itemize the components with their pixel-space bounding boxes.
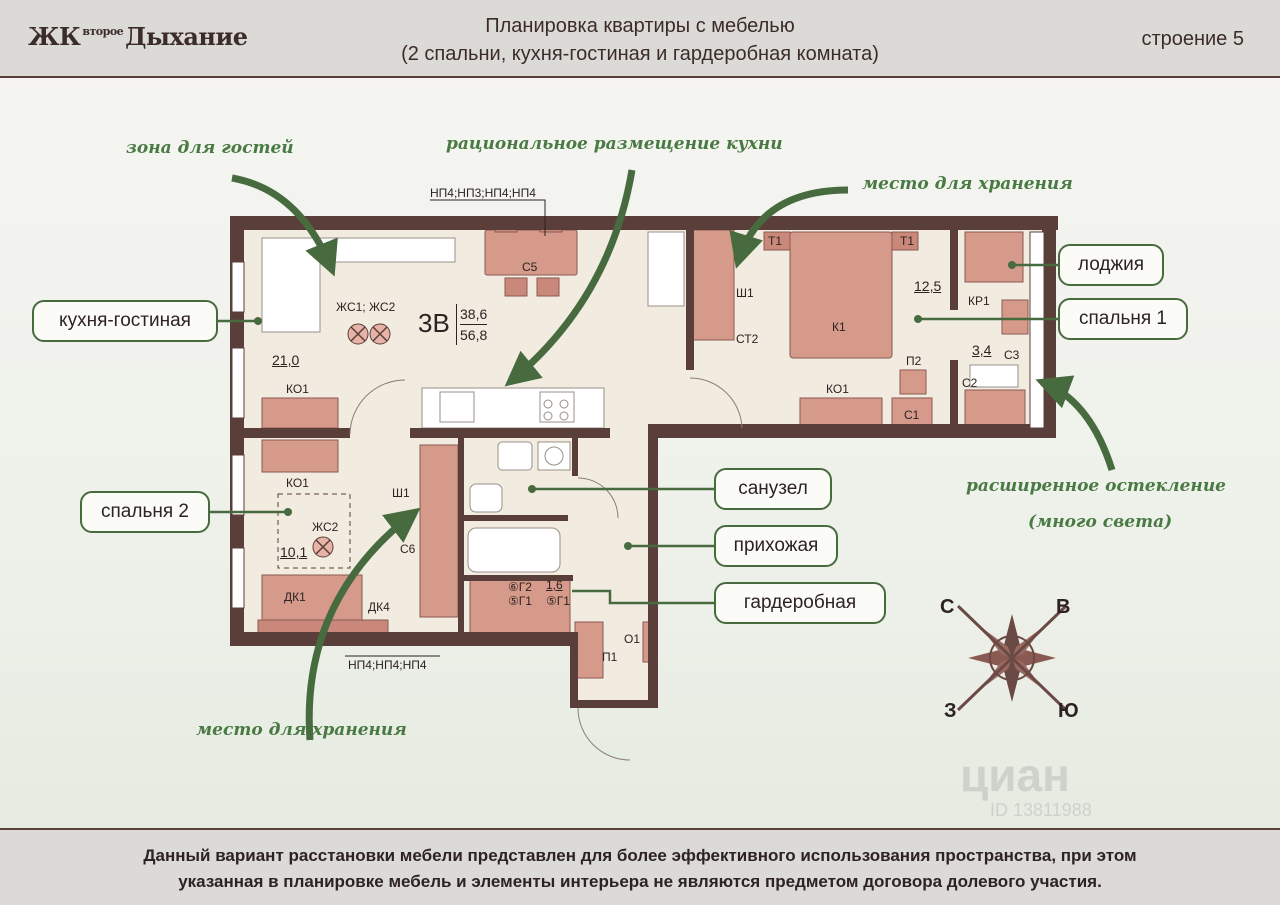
living-area: 38,6 [460, 304, 488, 325]
label-g1-b: ⑤Г1 [546, 594, 570, 608]
sofa-ko1-bedroom2 [261, 439, 339, 473]
label-dk4: ДК4 [368, 600, 390, 614]
area-bedroom1: 12,5 [914, 278, 942, 294]
label-g1-a: ⑤Г1 [508, 594, 532, 608]
windows [231, 231, 1045, 609]
callout-wardrobe: гардеробная [714, 582, 886, 624]
label-ko1-bedroom1: КО1 [826, 382, 849, 396]
compass-north: С [940, 596, 955, 618]
label-t1-right: Т1 [900, 234, 915, 248]
callout-bedroom1: спальня 1 [1058, 298, 1188, 340]
footer-line-2: указанная в планировке мебель и элементы… [178, 872, 1102, 891]
annotation-storage-top: место для хранения [862, 174, 1073, 194]
annotation-storage-bottom: место для хранения [196, 720, 407, 740]
total-area: 56,8 [460, 327, 488, 343]
area-kitchen: 21,0 [272, 352, 300, 368]
label-np-top: НП4;НП3;НП4;НП4 [430, 186, 536, 200]
label-p1: П1 [602, 650, 618, 664]
label-k1: К1 [832, 320, 846, 334]
label-c6: С6 [400, 542, 416, 556]
logo-main: Дыхание [125, 22, 248, 51]
label-c1: С1 [904, 408, 920, 422]
label-dk1: ДК1 [284, 590, 306, 604]
label-sh1-bottom: Ш1 [392, 486, 410, 500]
label-c2: С2 [962, 376, 978, 390]
label-sh1-top: Ш1 [736, 286, 754, 300]
area-bedroom2: 10,1 [280, 544, 308, 560]
label-st2: СТ2 [736, 332, 759, 346]
callout-bathroom: санузел [714, 468, 832, 510]
toilet [469, 483, 503, 513]
callout-lines [210, 263, 1058, 605]
logo-prefix: ЖК [28, 22, 81, 51]
label-ko1-bedroom2: КО1 [286, 476, 309, 490]
label-t1-left: Т1 [768, 234, 783, 248]
sofa-ko1-bedroom1 [799, 397, 883, 429]
annotation-glazing-line2: (много света) [1028, 512, 1173, 532]
cabinet-c1 [891, 397, 933, 429]
footer-disclaimer: Данный вариант расстановки мебели предст… [0, 828, 1280, 905]
label-c5: С5 [522, 260, 538, 274]
pouf-p2 [899, 369, 927, 395]
annotation-kitchen-placement: рациональное размещение кухни [446, 134, 783, 154]
label-ko1-kitchen: КО1 [286, 382, 309, 396]
loggia-rack [964, 231, 1024, 283]
callout-hallway: прихожая [714, 525, 838, 567]
watermark-brand: циан [960, 749, 1070, 801]
apartment-type: 3В [418, 308, 450, 338]
label-kr1: КР1 [968, 294, 990, 308]
bath [467, 527, 561, 573]
title-line-1: Планировка квартиры с мебелью [485, 15, 795, 37]
label-o1: О1 [624, 632, 641, 646]
watermark-id: ID 13811988 [990, 800, 1092, 820]
furniture [257, 221, 1029, 679]
area-loggia: 3,4 [972, 342, 992, 358]
hallway-rack [574, 621, 604, 679]
loggia-desk [964, 389, 1026, 429]
label-c3: С3 [1004, 348, 1020, 362]
compass-west: З [944, 700, 957, 722]
wardrobe-sh1-top [691, 229, 735, 341]
label-zhs2: ЖС2 [312, 520, 339, 534]
walls [230, 216, 1058, 708]
annotation-glazing-line1: расширенное остекление [966, 476, 1226, 496]
title-line-2: (2 спальни, кухня-гостиная и гардеробная… [401, 43, 879, 65]
callout-loggia: лоджия [1058, 244, 1164, 286]
footer-line-1: Данный вариант расстановки мебели предст… [143, 846, 1137, 865]
logo-small: второе [82, 25, 124, 38]
bedroom2-zone [277, 493, 351, 569]
desk-chair [969, 364, 1019, 388]
annotation-guest-zone: зона для гостей [126, 138, 294, 158]
label-p2: П2 [906, 354, 922, 368]
wardrobe-sh1-bottom [419, 444, 459, 618]
label-zhs1: ЖС1; ЖС2 [336, 300, 396, 314]
sofa-ko1-kitchen [261, 397, 339, 429]
callout-bedroom2: спальня 2 [80, 491, 210, 533]
label-np-bottom: НП4;НП4;НП4 [348, 658, 427, 672]
sink [497, 441, 533, 471]
building-number: строение 5 [1141, 28, 1244, 50]
apartment-areas: 38,6 56,8 [456, 304, 488, 345]
label-g2: ⑥Г2 [508, 580, 532, 594]
fridge [647, 231, 685, 307]
compass-south: Ю [1058, 700, 1079, 722]
doors [349, 377, 743, 761]
loggia-chair [1001, 299, 1029, 335]
wardrobe-shelves [469, 579, 571, 637]
callout-kitchen-living: кухня-гостиная [32, 300, 218, 342]
page-title: Планировка квартиры с мебелью (2 спальни… [300, 12, 980, 68]
compass-east: В [1056, 596, 1071, 618]
bed-k1 [789, 231, 893, 359]
area-wardrobe: 1,6 [546, 578, 563, 592]
annotation-arrows [231, 169, 1116, 741]
